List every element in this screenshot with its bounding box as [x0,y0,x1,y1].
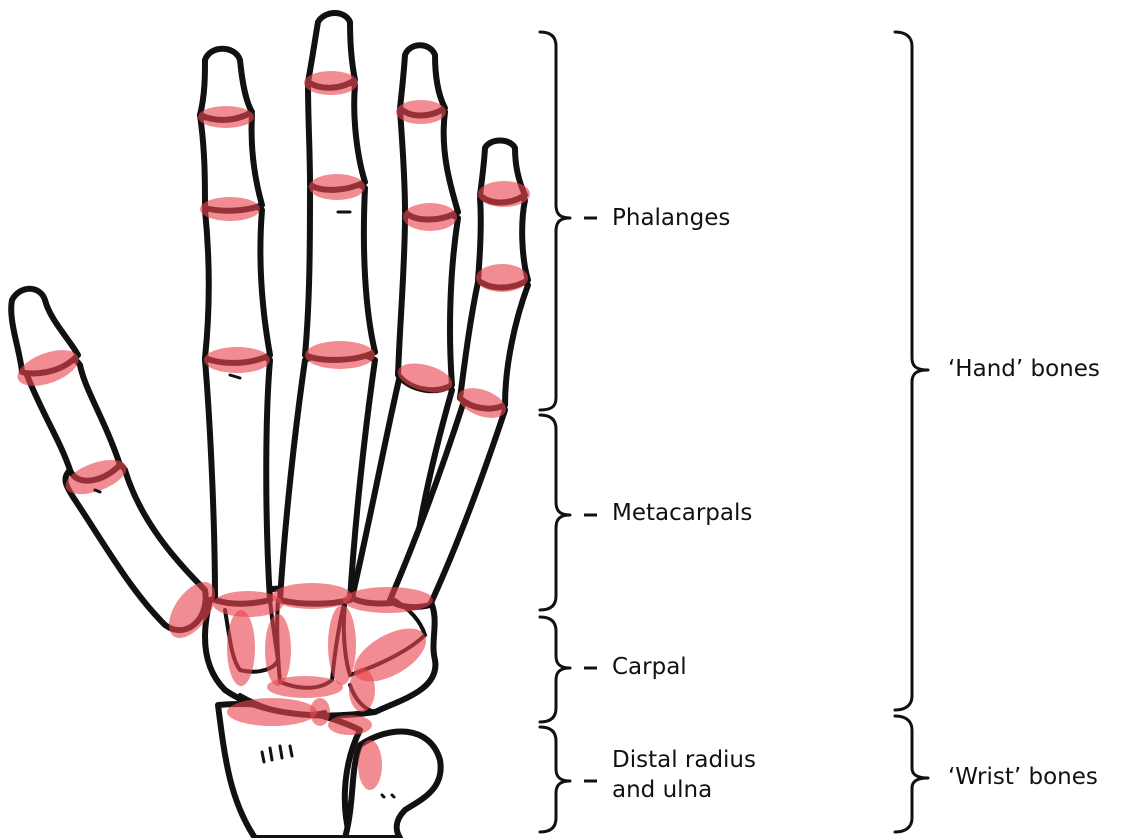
bracket-wrist-bones [895,716,928,832]
dash-leaders [584,218,597,781]
label-wrist-bones: ‘Wrist’ bones [948,762,1098,792]
joint-highlight [403,203,457,231]
joint-highlight [304,71,358,95]
label-distal-line2: and ulna [612,775,756,805]
joint-highlight [396,100,446,124]
label-phalanges: Phalanges [612,203,730,233]
joint-highlight [227,698,317,726]
joint-highlight [305,341,375,369]
joint-highlight [328,605,356,685]
joint-highlight [200,197,260,221]
middle-proximal-phalanx [305,182,375,360]
label-hand-bones: ‘Hand’ bones [948,354,1100,384]
joint-highlight [204,347,270,373]
label-distal-line1: Distal radius [612,745,756,775]
index-metacarpal [205,353,270,604]
joint-highlight [272,583,352,609]
bracket-distal-radius-ulna [540,727,570,832]
bracket-group [540,32,928,832]
joint-highlight [478,181,530,207]
label-metacarpals: Metacarpals [612,498,752,528]
joint-highlight [267,676,343,698]
bracket-metacarpals [540,415,570,610]
index-proximal-phalanx [205,203,270,363]
joint-highlight [328,715,372,735]
joint-highlight [349,668,375,712]
joint-highlight [309,174,365,200]
middle-middle-phalanx [308,80,365,190]
joint-highlight [476,264,528,292]
bracket-carpal [540,617,570,722]
label-carpal: Carpal [612,652,687,682]
bracket-phalanges [540,32,570,410]
joint-highlight [343,587,433,613]
joint-highlight [227,610,255,686]
joint-highlight [265,614,291,686]
ulna-bone [345,731,441,838]
ring-proximal-phalanx [398,211,458,390]
label-distal-radius-ulna: Distal radius and ulna [612,745,756,805]
joint-highlight [310,698,330,726]
joint-highlight [358,740,382,790]
joint-highlight [198,106,254,128]
bracket-hand-bones [895,32,928,710]
